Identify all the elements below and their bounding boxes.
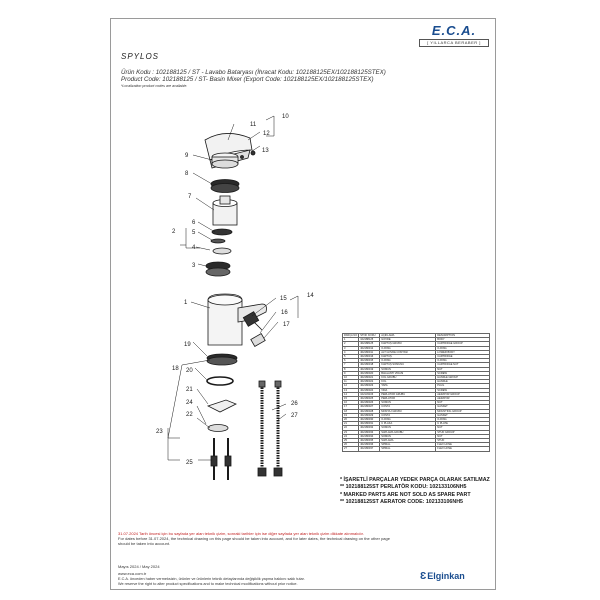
callout-22: 22 <box>186 412 193 418</box>
eca-logo: E.C.A. [ YILLARCA BERABER ] <box>419 24 489 48</box>
part-6 <box>211 228 233 236</box>
callout-4: 4 <box>192 245 196 251</box>
disclaimer: E.C.A. önceden haber vermeksizin, ürünle… <box>118 577 398 587</box>
website-link[interactable]: www.eca.com.tr <box>118 571 147 576</box>
callout-10: 10 <box>282 114 289 120</box>
spare-note: ** 102188125ST AERATOR CODE: 102133106NH… <box>340 499 463 506</box>
table-cell: ALT GÖVDE CONTASI <box>379 349 437 356</box>
table-cell: 402180037 <box>358 446 381 452</box>
header-cell: PARÇA NO <box>341 332 360 339</box>
callout-5: 5 <box>192 230 196 236</box>
drawing-validity-notice: 31.07.2024 Tarih öncesi için bu sayfada … <box>118 531 490 547</box>
callout-7: 7 <box>188 194 192 200</box>
callout-12: 12 <box>263 131 270 137</box>
callout-21: 21 <box>186 387 193 393</box>
elginkan-e-icon: Ɛ <box>420 571 427 582</box>
document-page <box>110 18 496 590</box>
part-22 <box>207 424 229 432</box>
part-15 <box>242 311 260 327</box>
disclaimer-tr: E.C.A. önceden haber vermeksizin, ürünle… <box>118 577 305 581</box>
table-cell: FLEX HOSE <box>435 446 490 452</box>
callout-8: 8 <box>185 171 189 177</box>
table-cell: SPİRAL <box>379 446 437 452</box>
callout-11: 11 <box>250 122 257 128</box>
callout-19: 19 <box>184 342 191 348</box>
callout-18: 18 <box>172 366 179 372</box>
callout-23: 23 <box>156 429 163 435</box>
model-name: SPYLOS <box>121 52 160 61</box>
parts-table: PARÇA NO STOK KODU AÇIKLAMA DESCRIPTION … <box>341 332 490 452</box>
part-17 <box>250 332 266 348</box>
notice-line: 31.07.2024 Tarih öncesi için bu sayfada … <box>118 531 364 536</box>
brand-name: Elginkan <box>427 571 465 581</box>
callout-15: 15 <box>280 296 287 302</box>
table-cell: CARTRIDGE GROUP <box>435 341 490 347</box>
callout-2: 2 <box>172 229 176 235</box>
spare-note: * MARKED PARTS ARE NOT SOLD AS SPARE PAR… <box>340 491 471 498</box>
code-line-tr: Ürün Kodu : 102188125 / ST - Lavabo Bata… <box>121 69 386 76</box>
localization-note: *Localization product codes are availabl… <box>121 83 188 88</box>
spare-parts-notes: * İŞARETLİ PARÇALAR YEDEK PARÇA OLARAK S… <box>340 477 490 507</box>
logo-mark: E.C.A. <box>431 23 477 38</box>
callout-14: 14 <box>307 293 314 299</box>
disclaimer-en: We reserve the right to alter product sp… <box>118 582 298 586</box>
table-cell: 27 <box>341 446 360 452</box>
part-20 <box>206 376 234 386</box>
callout-3: 3 <box>192 263 196 269</box>
callout-25: 25 <box>186 460 193 466</box>
product-codes: Ürün Kodu : 102188125 / ST - Lavabo Bata… <box>121 69 386 89</box>
spare-note: ** 102188125ST PERLATÖR KODU: 102133106N… <box>340 484 467 491</box>
callout-17: 17 <box>283 322 290 328</box>
callout-24: 24 <box>186 400 193 406</box>
notice-line: should be taken into account. <box>118 541 171 547</box>
elginkan-logo: ƐElginkan <box>420 571 465 582</box>
callout-16-top: 16 <box>281 310 288 316</box>
code-line-en: Product Code: 102188125 / ST- Basin Mixe… <box>121 76 374 84</box>
publish-date: Mayıs 2024 / May 2024 <box>118 564 160 569</box>
part-21 <box>206 399 237 413</box>
callout-6: 6 <box>192 220 196 226</box>
spare-note: * İŞARETLİ PARÇALAR YEDEK PARÇA OLARAK S… <box>340 477 490 483</box>
callout-1: 1 <box>184 300 188 306</box>
callout-27: 27 <box>291 413 298 419</box>
callout-13: 13 <box>262 148 269 154</box>
part-5 <box>210 238 226 244</box>
callout-20: 20 <box>186 368 193 374</box>
notice-line: For dates before 31.07.2024, the technic… <box>118 536 390 542</box>
logo-tagline: [ YILLARCA BERABER ] <box>419 39 489 47</box>
callout-26: 26 <box>291 401 298 407</box>
callout-9: 9 <box>185 153 189 159</box>
